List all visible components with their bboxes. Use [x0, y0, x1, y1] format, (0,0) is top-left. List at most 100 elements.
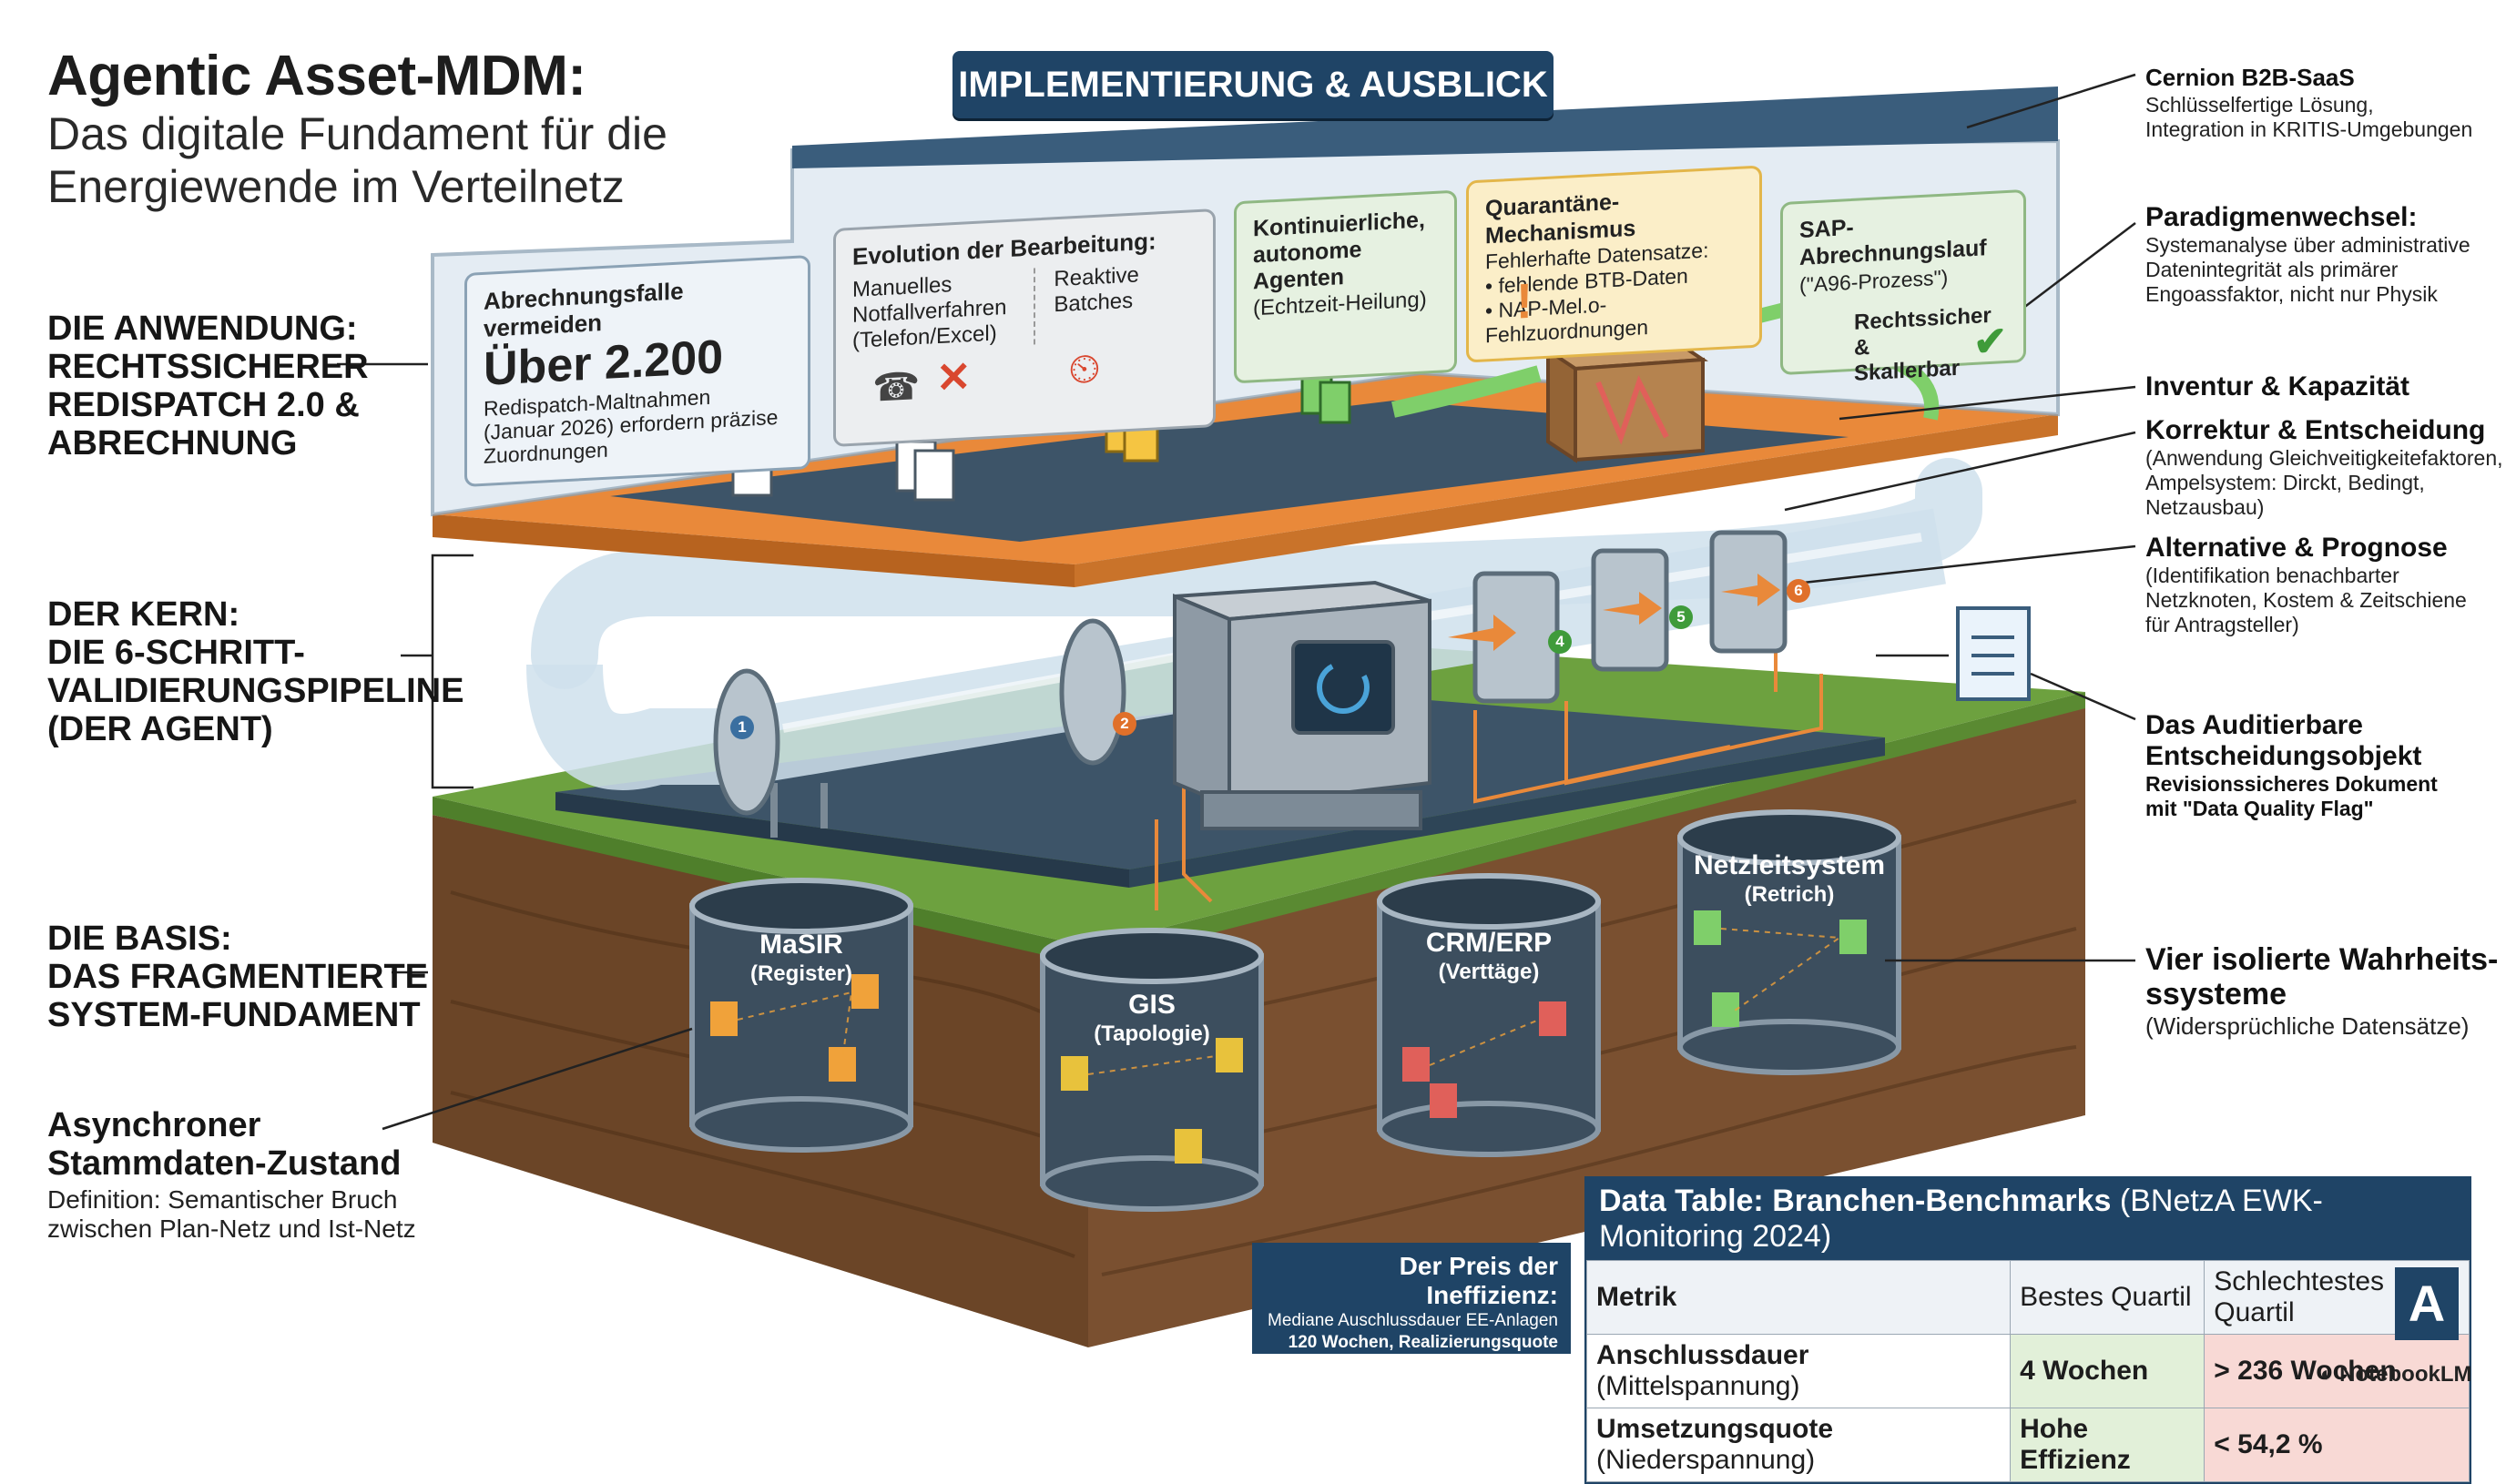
- annotation-line: für Antragsteller): [2145, 613, 2299, 636]
- left-leader-lines: [337, 362, 693, 1131]
- annotation-paradigmenwechsel: Paradigmenwechsel: Systemanalyse über ad…: [2145, 202, 2470, 307]
- card-autonome-agenten: Kontinuierliche, autonome Agenten (Echtz…: [1234, 189, 1457, 384]
- benchmark-title-suffix: (BNetzA EWK-Monitoring 2024): [1599, 1184, 2323, 1254]
- footer-brand: ◐ NotebookLM: [2320, 1362, 2471, 1387]
- benchmark-metric-cell: Anschlussdauer (Mittelspannung): [1585, 1334, 2012, 1408]
- app-layer-track: [610, 401, 1849, 542]
- silo-label-gis: GIS (Tapologie): [1061, 991, 1243, 1049]
- benchmark-best-cell: 4 Wochen: [2010, 1334, 2205, 1408]
- benchmark-table-title: Data Table: Branchen-Benchmarks (BNetzA …: [1586, 1178, 2470, 1260]
- annotation-title: Entscheidungsobjekt: [2145, 741, 2422, 771]
- annotation-line: (Widersprüchliche Datensätze): [2145, 1012, 2470, 1040]
- card-evolution-right-line: Batches: [1054, 288, 1134, 318]
- table-row: Umsetzungsquote (Niederspannung) Hohe Ef…: [1585, 1408, 2470, 1482]
- price-box: Der Preis der Ineffizienz: Mediane Ausch…: [1252, 1243, 1571, 1374]
- page-subtitle-line-2: Energiewende im Verteilnetz: [47, 161, 625, 212]
- silo-name: MaSIR: [759, 930, 843, 960]
- section-banner: IMPLEMENTIERUNG & AUSBLICK: [952, 51, 1554, 118]
- label-anwendung-line: DIE ANWENDUNG:: [47, 310, 358, 348]
- price-box-title: Der Preis der Ineffizienz:: [1399, 1252, 1558, 1309]
- page-subtitle: Das digitale Fundament für die Energiewe…: [47, 107, 758, 213]
- annotation-line: Netzknoten, Kostem & Zeitschiene: [2145, 588, 2467, 612]
- label-anwendung: DIE ANWENDUNG: RECHTSSICHERER REDISPATCH…: [47, 310, 369, 462]
- pipeline-platform-edge-right: [1129, 737, 1885, 888]
- silo-documents: [710, 910, 1867, 1164]
- app-layer-base-edge: [433, 514, 1075, 587]
- benchmark-metric-cell: Umsetzungsquote (Niederspannung): [1585, 1408, 2012, 1482]
- silo-doc-links: [737, 928, 1842, 1075]
- clock-icon: ⏲: [1068, 343, 1101, 393]
- annotation-line: (Identifikation benachbarter: [2145, 564, 2399, 587]
- pipeline-step-badge: 6: [1787, 579, 1810, 603]
- quarantine-box: [1543, 339, 1708, 463]
- silo-label-masir: MaSIR (Register): [710, 930, 892, 989]
- annotation-auditierbar: Das Auditierbare Entscheidungsobjekt Rev…: [2145, 710, 2438, 821]
- page-title: Agentic Asset-MDM:: [47, 45, 586, 107]
- price-box-line: 120 Wochen, Realizierungsquote: [1288, 1333, 1558, 1352]
- benchmark-metric-suffix: (Mittelspannung): [1596, 1371, 1800, 1401]
- annotation-line: Netzausbau): [2145, 495, 2265, 519]
- annotation-alternative: Alternative & Prognose (Identifikation b…: [2145, 533, 2467, 637]
- brand-logo-icon: A: [2395, 1267, 2459, 1340]
- card-agenten-line: autonome Agenten: [1253, 237, 1362, 295]
- annotation-line: Systemanalyse über administrative: [2145, 233, 2470, 257]
- annotation-korrektur: Korrektur & Entscheidung (Anwendung Glei…: [2145, 415, 2503, 520]
- annotation-line: Schlüsselfertige Lösung,: [2145, 93, 2374, 117]
- page-subtitle-line-1: Das digitale Fundament für die: [47, 108, 667, 159]
- card-evolution: Evolution der Bearbeitung: Manuelles Not…: [833, 208, 1216, 448]
- benchmark-worst-cell: < 54,2 %: [2204, 1408, 2470, 1482]
- silo-name: GIS: [1128, 990, 1176, 1020]
- audit-document: [1956, 606, 2031, 701]
- silo-name: CRM/ERP: [1425, 928, 1553, 958]
- right-leader-lines: [1784, 73, 2136, 962]
- annotation-cernion: Cernion B2B-SaaS Schlüsselfertige Lösung…: [2145, 62, 2472, 142]
- pipeline-step-badge: 1: [730, 716, 754, 739]
- label-anwendung-line: REDISPATCH 2.0 &: [47, 386, 360, 424]
- label-async-title: Asynchroner Stammdaten-Zustand: [47, 1106, 401, 1183]
- silo-name: Netzleitsystem: [1693, 850, 1886, 880]
- silo-subtitle: (Verttäge): [1438, 960, 1540, 984]
- silo-label-netzleitsystem: Netzleitsystem (Retrich): [1676, 851, 1903, 910]
- silo-crm: [1377, 873, 1601, 1157]
- card-abrechnungsfalle: Abrechnungsfalle vermeiden Über 2.200 Re…: [464, 255, 810, 487]
- label-async-definition: Definition: Semantischer Bruch zwischen …: [47, 1185, 416, 1244]
- pipeline-step-badge: 5: [1669, 605, 1693, 629]
- card-sap-heading: SAP-Abrechnungslauf: [1799, 214, 1987, 270]
- label-basis-line: DAS FRAGMENTIERTE: [47, 958, 428, 996]
- annotation-line: Datenintegrität als primärer: [2145, 258, 2399, 281]
- silo-label-crm: CRM/ERP (Verttäge): [1398, 929, 1580, 987]
- app-layer-base-edge-right: [1075, 414, 2058, 587]
- flow-arrows: [1448, 574, 1780, 651]
- green-flow: [1391, 365, 1542, 418]
- benchmark-table: Data Table: Branchen-Benchmarks (BNetzA …: [1584, 1176, 2471, 1484]
- annotation-title: Inventur & Kapazität: [2145, 371, 2410, 401]
- label-anwendung-line: ABRECHNUNG: [47, 424, 298, 462]
- annotation-title: Paradigmenwechsel:: [2145, 202, 2418, 232]
- silo-subtitle: (Tapologie): [1094, 1022, 1210, 1046]
- label-kern-line: DIE 6-SCHRITT-: [47, 634, 305, 672]
- label-kern-line: DER KERN:: [47, 595, 240, 634]
- x-mark-icon: ✕: [936, 352, 972, 402]
- annotation-line: Engoassfaktor, nicht nur Physik: [2145, 282, 2438, 306]
- label-async-def-line: Definition: Semantischer Bruch: [47, 1185, 398, 1214]
- benchmark-metric: Anschlussdauer: [1596, 1340, 1809, 1370]
- annotation-title: Korrektur & Entscheidung: [2145, 415, 2486, 445]
- benchmark-metric: Umsetzungsquote: [1596, 1414, 1834, 1444]
- footer-brand-label: NotebookLM: [2339, 1362, 2472, 1387]
- label-basis-line: SYSTEM-FUNDAMENT: [47, 996, 421, 1034]
- app-layer-roof: [792, 86, 2058, 168]
- label-async-def-line: zwischen Plan-Netz und Ist-Netz: [47, 1215, 416, 1243]
- notebooklm-icon: ◐: [2320, 1362, 2334, 1387]
- price-box-line: Mediane Auschlussdauer EE-Anlagen: [1268, 1311, 1558, 1330]
- silo-subtitle: (Retrich): [1744, 882, 1835, 907]
- silo-netzleit: [1677, 809, 1901, 1075]
- label-kern: DER KERN: DIE 6-SCHRITT- VALIDIERUNGSPIP…: [47, 595, 464, 748]
- warning-icon: !: [1516, 273, 1533, 330]
- benchmark-header-cell: Metrik: [1585, 1260, 2012, 1335]
- pipeline-platform-edge: [555, 792, 1129, 888]
- label-basis: DIE BASIS: DAS FRAGMENTIERTE SYSTEM-FUND…: [47, 920, 428, 1034]
- card-abrechnung-text: Redispatch-Maltnahmen (Januar 2026) erfo…: [484, 381, 791, 468]
- annotation-line: Ampelsystem: Dirckt, Bedingt,: [2145, 471, 2425, 494]
- benchmark-header-cell: Bestes Quartil: [2010, 1260, 2205, 1335]
- label-async-line: Stammdaten-Zustand: [47, 1144, 402, 1183]
